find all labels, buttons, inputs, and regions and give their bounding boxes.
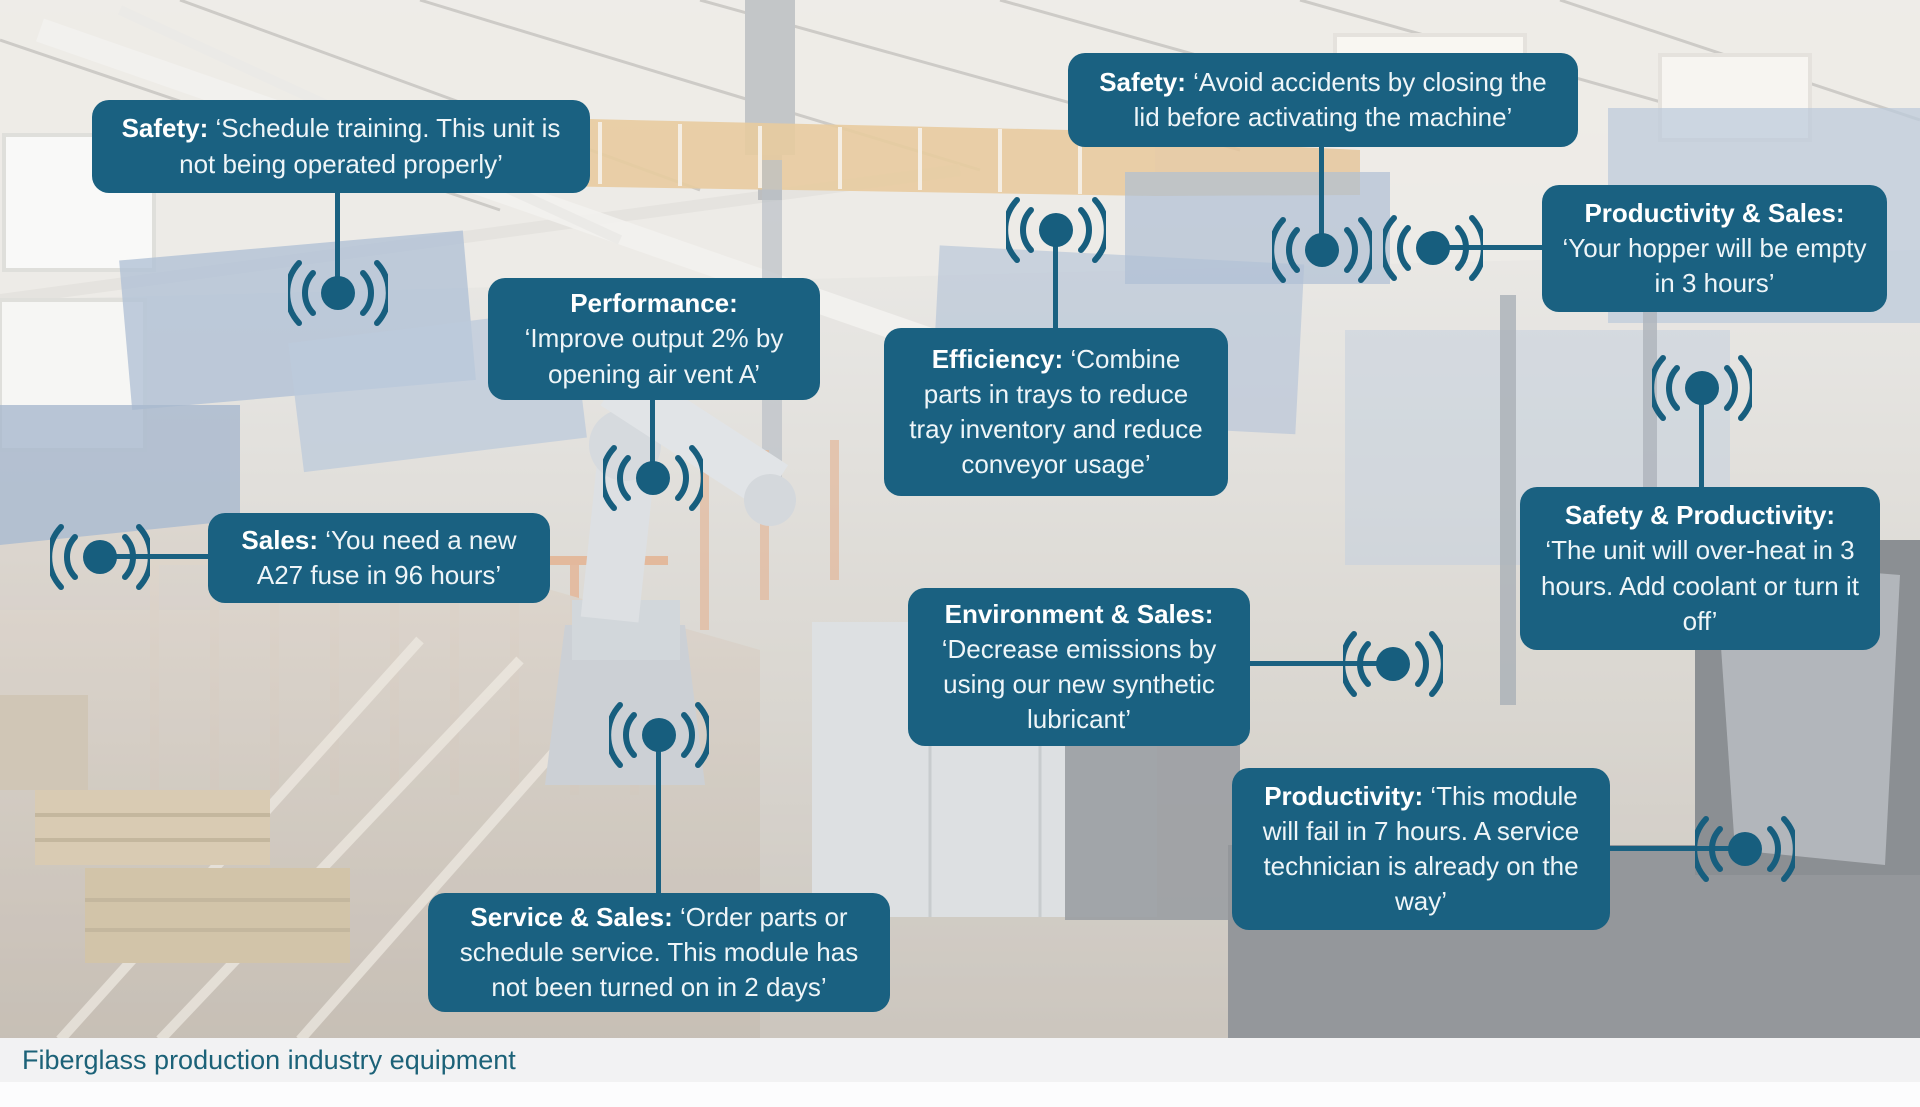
callout-safety-training: Safety: ‘Schedule training. This unit is… — [92, 100, 590, 193]
callout-service-sales: Service & Sales: ‘Order parts or schedul… — [428, 893, 890, 1012]
signal-beacon-icon — [1695, 807, 1795, 891]
signal-beacon-icon — [1343, 622, 1443, 706]
callout-safety-lid: Safety: ‘Avoid accidents by closing the … — [1068, 53, 1578, 147]
callout-productivity: Productivity: ‘This module will fail in … — [1232, 768, 1610, 930]
callout-message: ‘Improve output 2% by opening air vent A… — [524, 323, 784, 389]
callout-label: Performance: — [570, 288, 738, 319]
callout-label: Safety & Productivity: — [1564, 500, 1836, 531]
callout-message: ‘Schedule training. This unit is not bei… — [179, 113, 561, 179]
photo-caption: Fiberglass production industry equipment — [22, 1044, 516, 1075]
callout-safety-productivity: Safety & Productivity: ‘The unit will ov… — [1520, 487, 1880, 650]
callout-sales: Sales: ‘You need a new A27 fuse in 96 ho… — [208, 513, 550, 603]
signal-beacon-icon — [288, 251, 388, 335]
callout-efficiency: Efficiency: ‘Combine parts in trays to r… — [884, 328, 1228, 496]
callout-message: ‘Your hopper will be empty in 3 hours’ — [1562, 232, 1867, 299]
signal-beacon-icon — [609, 693, 709, 777]
callout-message: ‘Avoid accidents by closing the lid befo… — [1133, 66, 1547, 132]
callout-label: Productivity & Sales: — [1584, 197, 1845, 228]
signal-beacon-icon — [1006, 188, 1106, 272]
callout-label: Efficiency: — [931, 343, 1064, 374]
callout-message: ‘You need a new A27 fuse in 96 hours’ — [256, 524, 517, 590]
callout-label: Environment & Sales: — [944, 598, 1214, 629]
connector-line — [1699, 388, 1704, 487]
signal-beacon-icon — [50, 515, 150, 599]
callout-label: Productivity: — [1264, 780, 1424, 811]
signal-beacon-icon — [1383, 206, 1483, 290]
signal-beacon-icon — [603, 436, 703, 520]
callout-productivity-sales: Productivity & Sales: ‘Your hopper will … — [1542, 185, 1887, 312]
callout-message: ‘Decrease emissions by using our new syn… — [941, 633, 1217, 735]
footer-strip — [0, 1082, 1920, 1107]
connector-line — [656, 735, 661, 893]
signal-beacon-icon — [1272, 208, 1372, 292]
connector-line — [1250, 661, 1393, 666]
callout-label: Service & Sales: — [470, 901, 673, 932]
connector-line — [650, 400, 655, 478]
caption-bar: Fiberglass production industry equipment — [0, 1038, 1920, 1082]
callout-performance: Performance: ‘Improve output 2% by openi… — [488, 278, 820, 400]
connector-line — [1610, 846, 1745, 851]
callout-message: ‘This module will fail in 7 hours. A ser… — [1262, 780, 1580, 917]
callout-message: ‘The unit will over-heat in 3 hours. Add… — [1541, 535, 1859, 636]
connector-line — [100, 554, 208, 559]
connector-line — [1053, 230, 1058, 328]
callout-message: ‘Order parts or schedule service. This m… — [459, 901, 859, 1003]
connector-line — [1319, 147, 1324, 250]
callout-label: Safety: — [1099, 66, 1186, 97]
connector-line — [1433, 245, 1542, 250]
callout-label: Safety: — [121, 113, 209, 144]
callout-message: ‘Combine parts in trays to reduce tray i… — [909, 343, 1203, 480]
signal-beacon-icon — [1652, 346, 1752, 430]
connector-line — [335, 193, 340, 293]
callout-environment-sales: Environment & Sales: ‘Decrease emissions… — [908, 588, 1250, 746]
callout-label: Sales: — [241, 524, 319, 555]
